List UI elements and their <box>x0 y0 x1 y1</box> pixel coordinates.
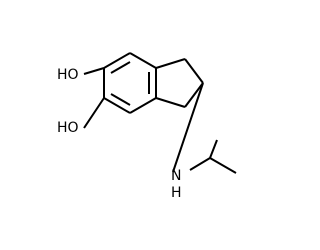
bond-c2-c3 <box>184 82 204 108</box>
bond-ch-methyl-right <box>209 157 237 174</box>
molecule-structure: HO HO N H <box>57 52 237 201</box>
double-bond-inner-top <box>110 61 131 74</box>
bond-n-ch <box>189 157 211 171</box>
bond-c3a-c4 <box>129 97 157 114</box>
hydroxyl-label-top: HO <box>57 67 79 83</box>
bond-c5-c6 <box>103 52 131 69</box>
bond-c7a-c1 <box>155 58 186 69</box>
bond-c3-c3a <box>155 97 186 108</box>
bond-c4-oh <box>83 97 105 129</box>
double-bond-inner-bottom <box>110 93 131 106</box>
atom-labels: HO HO N H <box>57 67 182 201</box>
substituent-bonds <box>83 67 237 174</box>
cyclopentane-ring <box>155 58 204 108</box>
amine-hydrogen-label: H <box>171 185 182 201</box>
bond-c1-c2 <box>184 58 204 84</box>
bond-c6-c7 <box>129 52 157 69</box>
benzene-ring <box>103 52 157 114</box>
bond-c5-oh <box>83 67 105 75</box>
amine-nitrogen-label: N <box>171 168 181 184</box>
bond-ch-methyl-up <box>209 139 218 159</box>
bond-c2-n <box>172 82 204 173</box>
hydroxyl-label-bottom: HO <box>57 120 79 136</box>
bond-c4-c5-hydroxyl <box>103 97 131 114</box>
